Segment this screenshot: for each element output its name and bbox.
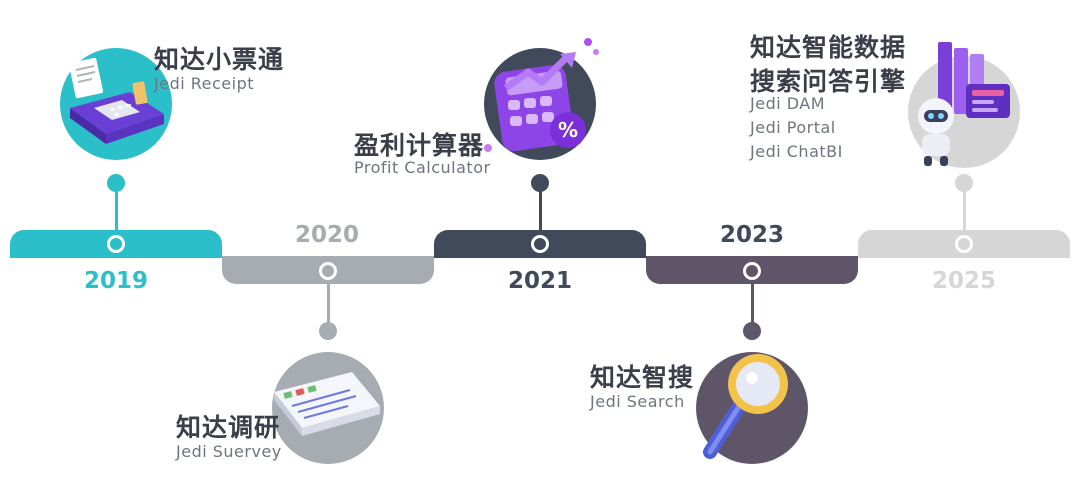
milestone-ring-2021 xyxy=(531,235,549,253)
milestone-title-2023: 知达智搜 xyxy=(590,363,695,392)
year-label-2021: 2021 xyxy=(507,268,572,294)
milestone-subtitle-2021: Profit Calculator xyxy=(354,158,491,177)
milestone-title-2020: 知达调研 xyxy=(176,413,281,442)
stem-dot-2023 xyxy=(743,322,761,340)
svg-text:%: % xyxy=(558,118,578,142)
stem-2019 xyxy=(115,190,118,232)
stem-2025 xyxy=(963,190,966,232)
stem-dot-2021 xyxy=(531,174,549,192)
milestone-title-2019: 知达小票通 xyxy=(154,45,285,74)
year-label-2023: 2023 xyxy=(719,222,784,248)
milestone-subtitle-2020: Jedi Suervey xyxy=(176,442,282,461)
milestone-subtitle-2023: Jedi Search xyxy=(590,392,685,411)
year-label-2019: 2019 xyxy=(83,268,148,294)
stem-dot-2025 xyxy=(955,174,973,192)
milestone-title-2025-line1: 知达智能数据 xyxy=(750,33,907,62)
year-label-2025: 2025 xyxy=(931,268,996,294)
milestone-ring-2023 xyxy=(743,262,761,280)
milestone-title-2025-line2: 搜索问答引擎 xyxy=(750,67,907,96)
magnifier-icon xyxy=(696,352,808,464)
milestone-subtitle-2025-portal: Jedi Portal xyxy=(750,118,836,137)
robot-books-icon xyxy=(908,42,1020,168)
milestone-title-2021: 盈利计算器 xyxy=(354,131,485,160)
stem-2020 xyxy=(327,282,330,324)
milestone-ring-2020 xyxy=(319,262,337,280)
milestone-subtitle-2025-dam: Jedi DAM xyxy=(750,94,826,113)
receipt-printer-icon xyxy=(60,48,172,160)
milestone-subtitle-2025-chatbi: Jedi ChatBI xyxy=(750,142,843,161)
calculator-icon: % xyxy=(484,38,599,160)
milestone-ring-2025 xyxy=(955,235,973,253)
survey-form-icon xyxy=(272,352,384,464)
milestone-ring-2019 xyxy=(107,235,125,253)
stem-2021 xyxy=(539,190,542,232)
stem-dot-2020 xyxy=(319,322,337,340)
stem-2023 xyxy=(751,282,754,324)
stem-dot-2019 xyxy=(107,174,125,192)
year-label-2020: 2020 xyxy=(294,222,359,248)
milestone-subtitle-2019: Jedi Receipt xyxy=(154,74,255,93)
